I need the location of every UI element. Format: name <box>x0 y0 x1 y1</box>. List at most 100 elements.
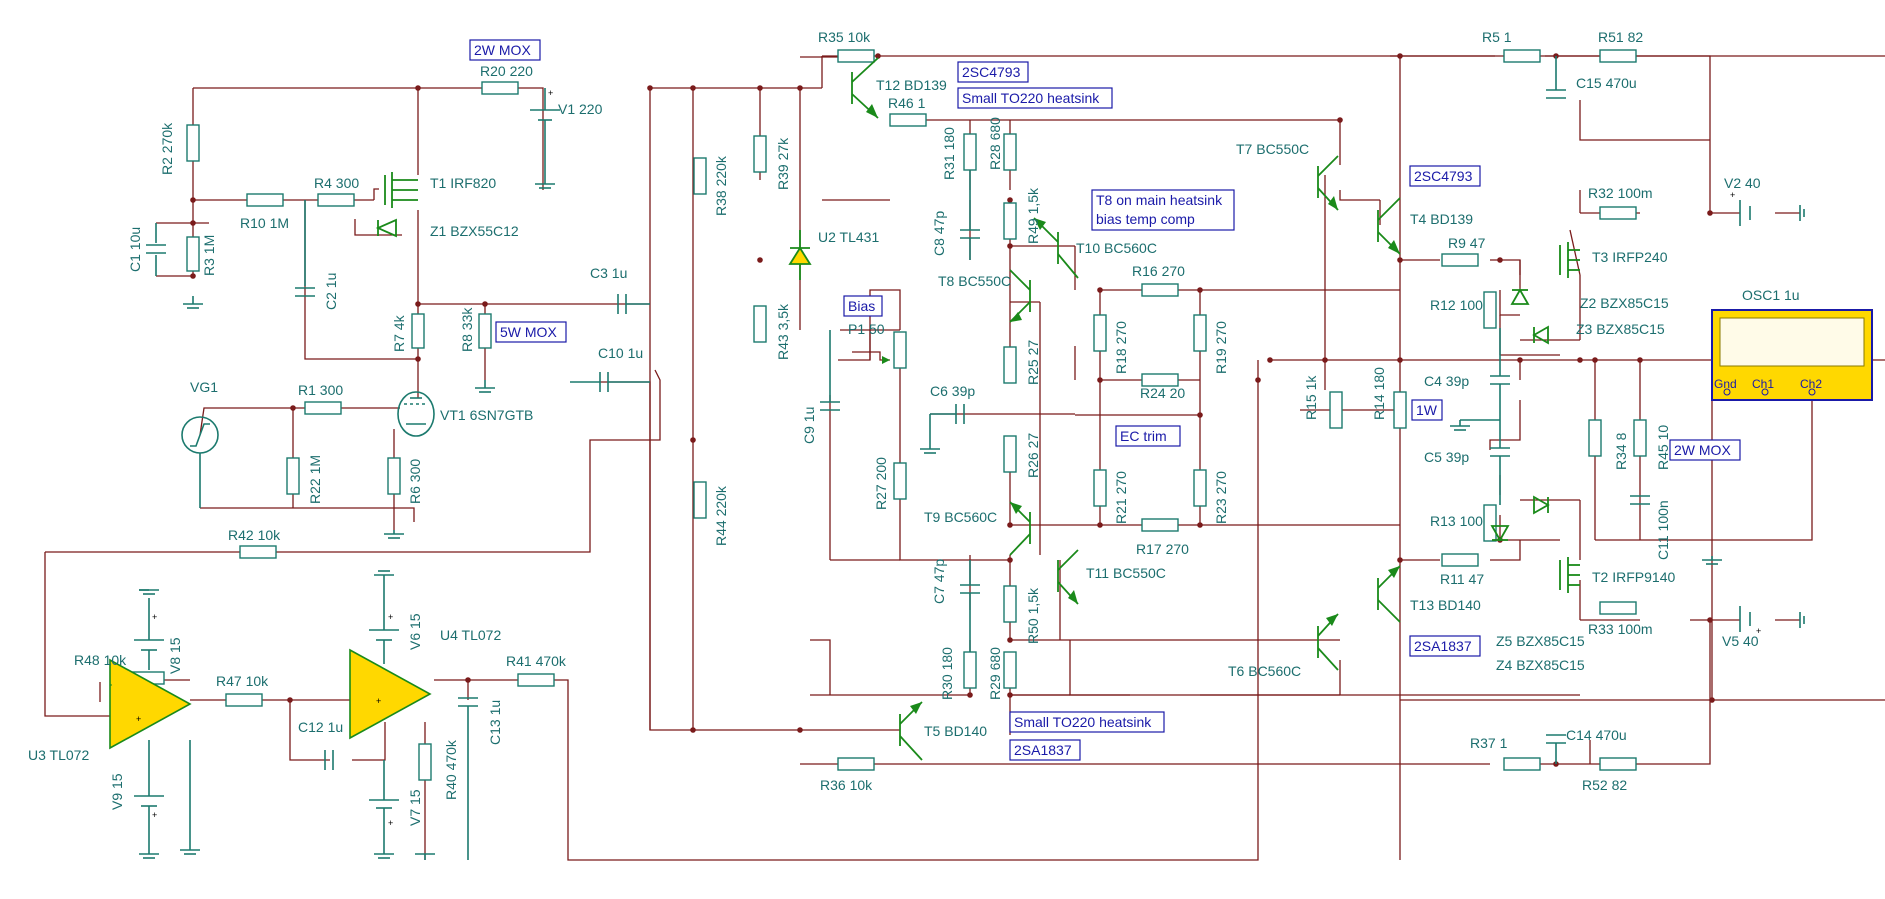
label-r43: R43 3,5k <box>775 303 791 360</box>
transistor-t12 <box>851 57 879 119</box>
label-c2: C2 1u <box>323 273 339 310</box>
label-r36: R36 10k <box>820 777 873 793</box>
capacitor-c9 <box>820 330 840 411</box>
label-v9: V9 15 <box>109 773 125 810</box>
label-r24: R24 20 <box>1140 385 1185 401</box>
label-v5: V5 40 <box>1722 633 1759 649</box>
plus-mark: + <box>152 612 157 622</box>
resistor-r30 <box>963 651 977 689</box>
ground-icon <box>180 740 200 855</box>
label-r19: R19 270 <box>1213 321 1229 374</box>
resistor-r29 <box>1003 651 1017 689</box>
label-c6: C6 39p <box>930 383 975 399</box>
resistor-r27 <box>893 462 907 500</box>
battery-v9 <box>134 740 164 850</box>
label-r18: R18 270 <box>1113 321 1129 374</box>
ground-icon <box>920 445 940 454</box>
resistor-r42 <box>239 545 277 559</box>
resistor-r4 <box>317 193 355 207</box>
polarity-marks: + + + + + + + + + <box>136 88 1761 828</box>
label-r11: R11 47 <box>1440 571 1484 587</box>
resistor-r39 <box>753 135 767 173</box>
label-vt1: VT1 6SN7GTB <box>440 407 533 423</box>
potentiometer-p1 <box>852 331 907 369</box>
label-t3: T3 IRFP240 <box>1592 249 1668 265</box>
resistor-r31 <box>963 133 977 171</box>
resistor-r16 <box>1141 283 1179 297</box>
resistor-r14 <box>1393 391 1407 429</box>
plus-mark: + <box>152 810 157 820</box>
resistor-r22 <box>286 457 300 495</box>
battery-v1 <box>530 88 560 180</box>
signal-generator-vg1 <box>181 416 219 508</box>
transistor-t5 <box>1377 565 1401 623</box>
label-r28: R28 680 <box>987 117 1003 170</box>
label-r37: R37 1 <box>1470 735 1508 751</box>
resistors <box>127 49 1647 781</box>
plus-mark: + <box>388 818 393 828</box>
ground-icon <box>1450 419 1500 431</box>
label-c11: C11 100n <box>1655 500 1671 560</box>
label-r16: R16 270 <box>1132 263 1185 279</box>
ground-icon <box>183 296 203 309</box>
plus-mark: + <box>376 696 381 706</box>
resistor-r24 <box>1141 373 1179 387</box>
plus-mark: + <box>388 612 393 622</box>
label-t1: T1 IRF820 <box>430 175 496 191</box>
label-p1: P1 50 <box>848 321 885 337</box>
resistor-r49 <box>1003 202 1017 240</box>
vacuum-tube-vt1 <box>397 391 435 437</box>
resistor-r47 <box>225 693 263 707</box>
label-r20: R20 220 <box>480 63 533 79</box>
label-r47: R47 10k <box>216 673 269 689</box>
note-small-heatsink-t12: Small TO220 heatsink <box>962 90 1100 106</box>
resistor-r23 <box>1193 469 1207 507</box>
ground-icon <box>384 530 404 539</box>
resistor-r5 <box>1503 49 1541 63</box>
transistor-t2 <box>1559 557 1580 593</box>
ground-icon <box>1702 556 1722 565</box>
label-r13: R13 100 <box>1430 513 1483 529</box>
ground-icon <box>415 853 435 860</box>
capacitor-c7 <box>960 560 980 652</box>
resistor-r15 <box>1329 391 1343 429</box>
transistor-t1 <box>384 172 418 208</box>
zener-z3 <box>1532 325 1549 345</box>
capacitor-c8 <box>960 170 980 260</box>
label-z5: Z5 BZX85C15 <box>1496 633 1585 649</box>
resistor-r2 <box>186 124 200 162</box>
grounds <box>139 180 1805 860</box>
note-boxes <box>469 39 1741 761</box>
label-r26: R26 27 <box>1025 433 1041 478</box>
label-r14: R14 180 <box>1371 367 1387 420</box>
junctions <box>145 53 1715 767</box>
label-v2: V2 40 <box>1724 175 1761 191</box>
ground-icon <box>535 180 555 189</box>
resistor-r36 <box>837 757 875 771</box>
plus-mark: + <box>548 88 553 98</box>
resistor-r46 <box>889 113 927 127</box>
ground-icon <box>139 850 159 859</box>
label-r49: R49 1,5k <box>1025 187 1041 244</box>
oscilloscope-osc1 <box>1711 309 1873 401</box>
label-r25: R25 27 <box>1025 340 1041 385</box>
label-r44: R44 220k <box>713 485 729 546</box>
battery-v2 <box>1739 200 1751 226</box>
ground-icon <box>374 850 394 859</box>
battery-v8 <box>134 598 164 670</box>
transistor-t6 <box>1317 613 1339 671</box>
resistor-r10 <box>246 193 284 207</box>
label-r29: R29 680 <box>987 647 1003 700</box>
label-z3: Z3 BZX85C15 <box>1576 321 1665 337</box>
resistor-r45 <box>1633 419 1647 457</box>
capacitor-c1 <box>146 223 166 276</box>
label-r21: R21 270 <box>1113 471 1129 524</box>
label-r12: R12 100 <box>1430 297 1483 313</box>
transistors <box>384 57 1580 761</box>
transistor-t9 <box>1009 501 1031 556</box>
note-2w-mox-r34: 2W MOX <box>1674 442 1731 458</box>
note-bias: Bias <box>848 298 875 314</box>
resistor-r34 <box>1588 419 1602 457</box>
zener-z4 <box>1490 525 1510 542</box>
label-t11: T11 BC550C <box>1086 565 1166 581</box>
